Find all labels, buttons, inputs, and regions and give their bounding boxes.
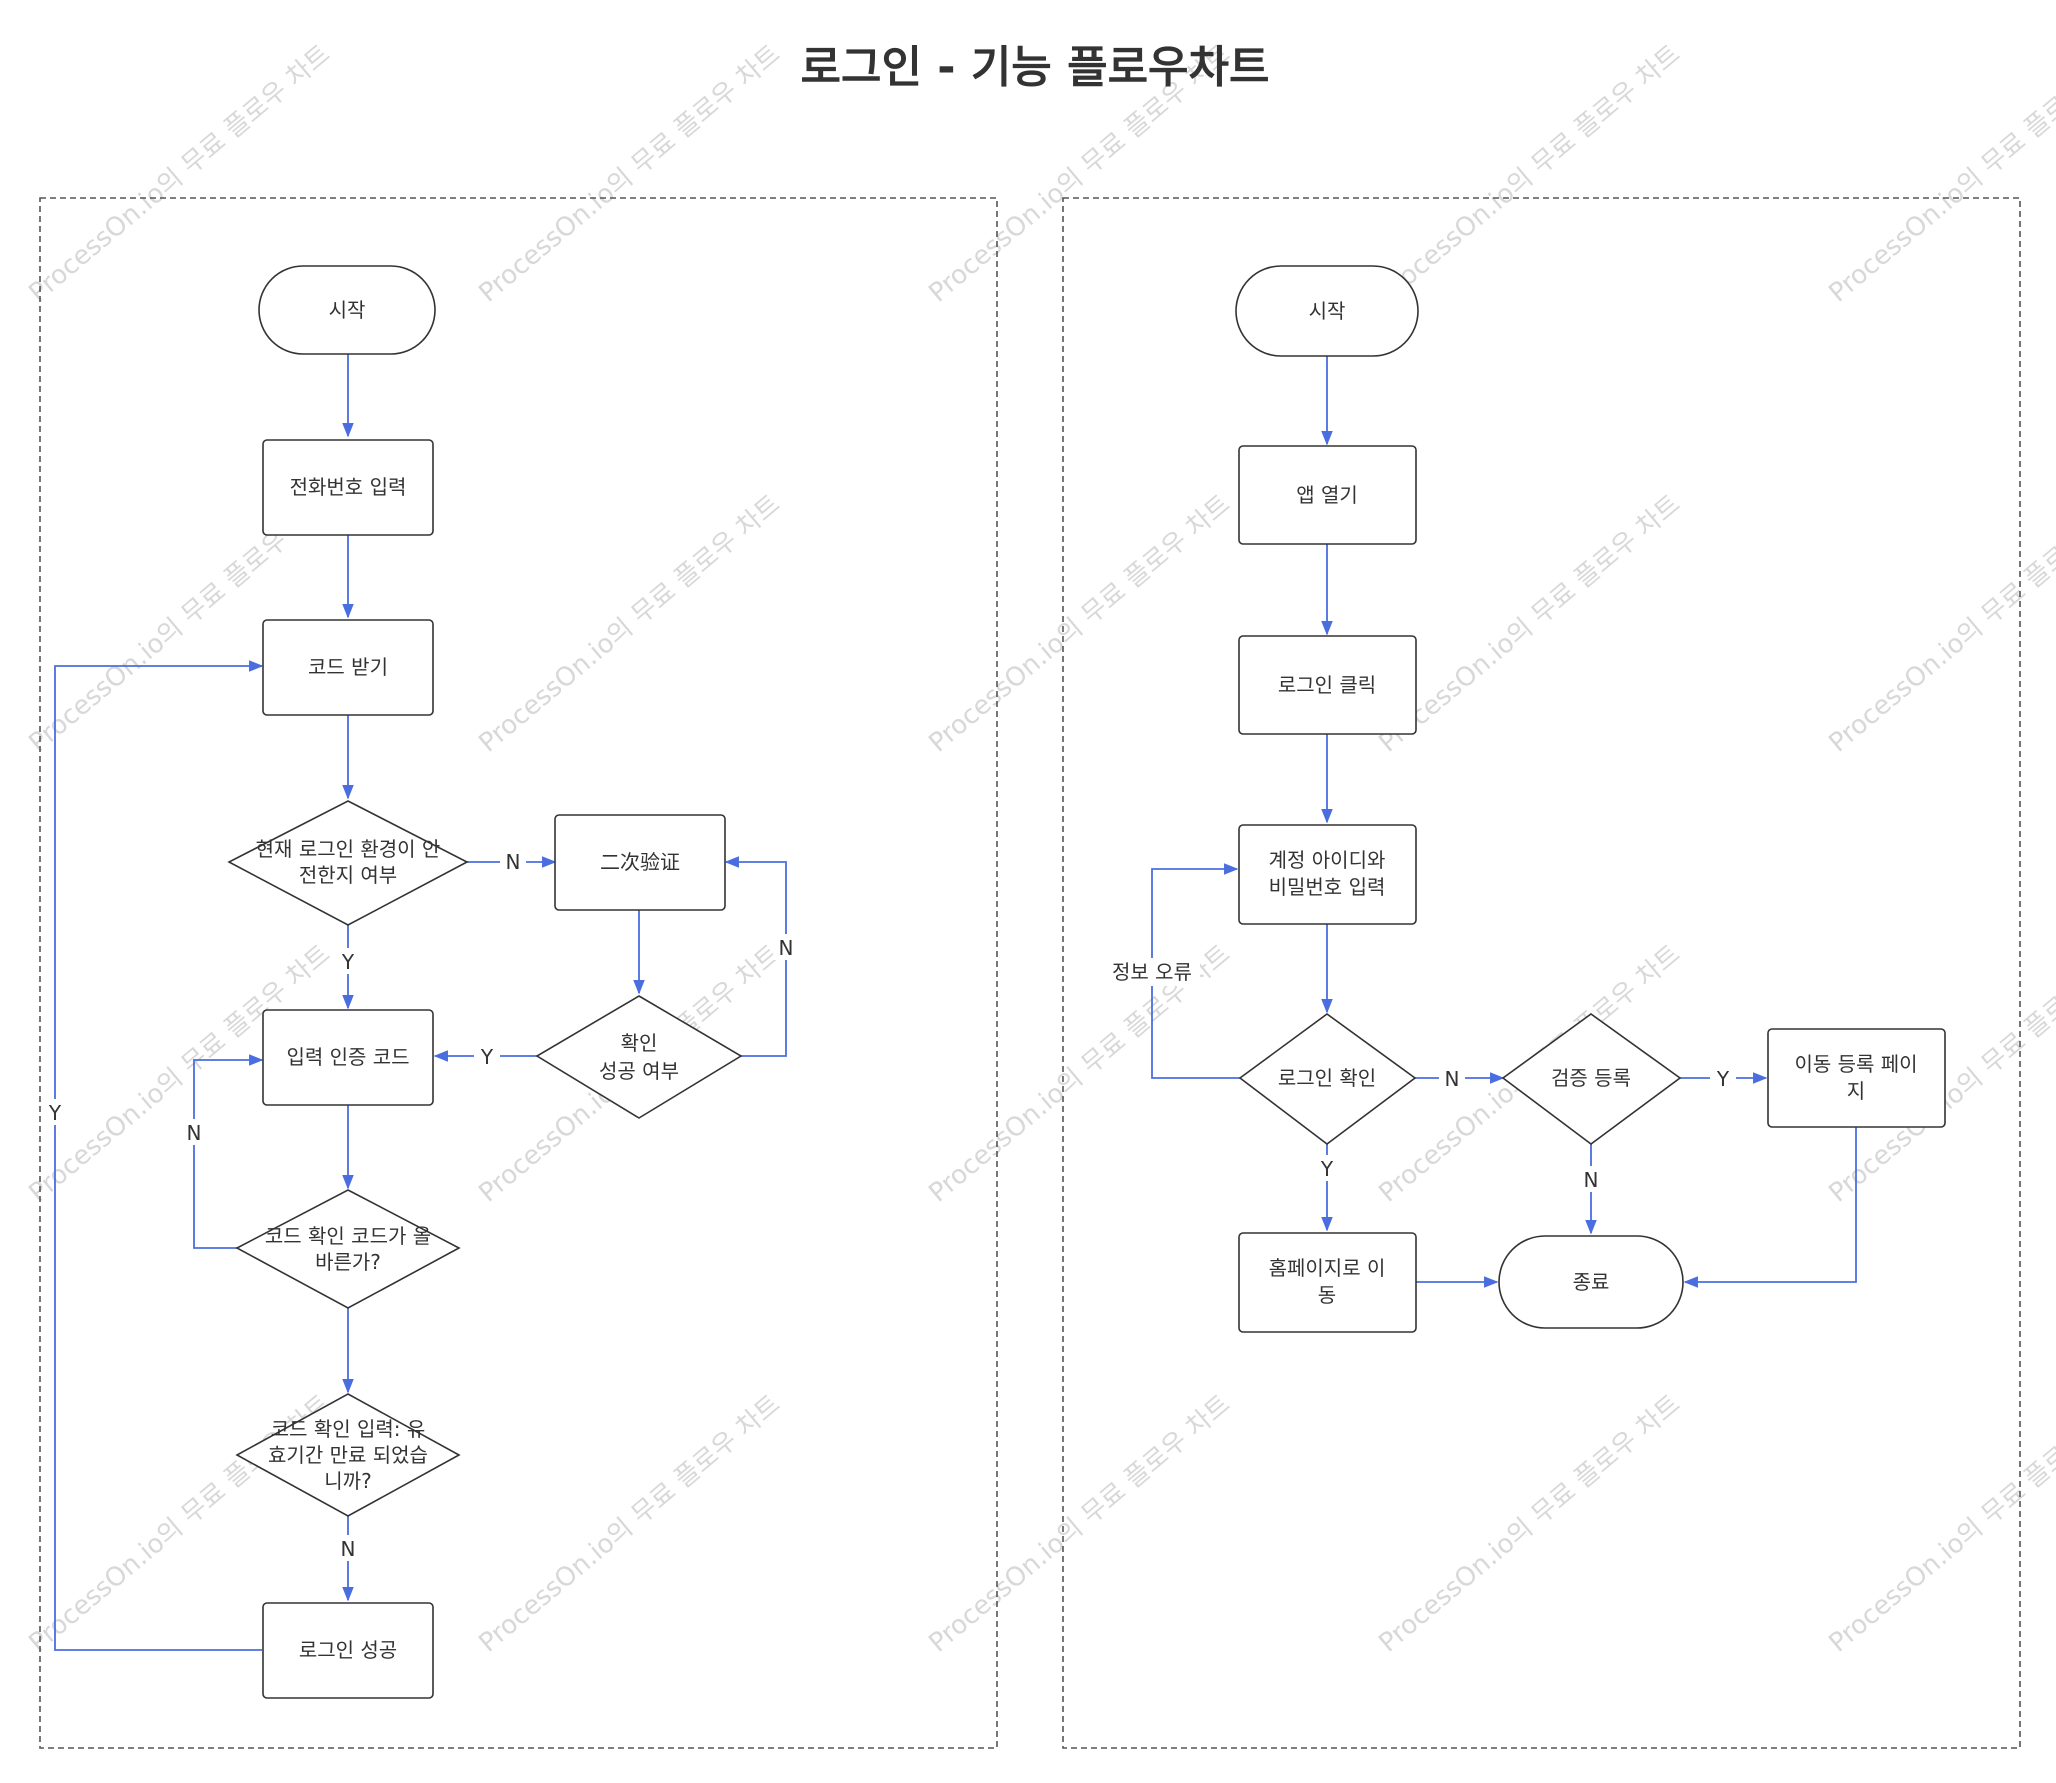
watermark-text: ProcessOn.io의 무료 플로우 차트 <box>1823 1389 2056 1658</box>
enter-credentials-label-1: 계정 아이디와 <box>1269 848 1386 872</box>
left-start-node[interactable]: 시작 <box>258 265 436 355</box>
goto-home-node[interactable]: 홈페이지로 이 동 <box>1238 1232 1417 1333</box>
click-login-node[interactable]: 로그인 클릭 <box>1238 635 1417 735</box>
second-verify-label: 二次验证 <box>600 850 680 874</box>
watermark-text: ProcessOn.io의 무료 플로우 차트 <box>1373 489 1686 758</box>
label-verify-register-n: N <box>1584 1168 1599 1192</box>
watermark-text: ProcessOn.io의 무료 플로우 차트 <box>473 1389 786 1658</box>
verify-register-label: 검증 등록 <box>1551 1066 1631 1090</box>
enter-credentials-label-2: 비밀번호 입력 <box>1269 875 1386 899</box>
open-app-label: 앱 열기 <box>1296 483 1358 507</box>
watermark-text: ProcessOn.io의 무료 플로우 차트 <box>1373 1389 1686 1658</box>
watermark-text: ProcessOn.io의 무료 플로우 차트 <box>1823 489 2056 758</box>
verify-register-decision[interactable]: 검증 등록 <box>1501 1013 1682 1145</box>
right-flow-edge-labels: 정보 오류 N Y Y N <box>1104 958 1736 1192</box>
right-start-node[interactable]: 시작 <box>1235 265 1419 357</box>
code-correct-label-2: 바른가? <box>315 1250 381 1274</box>
enter-credentials-node[interactable]: 계정 아이디와 비밀번호 입력 <box>1238 824 1417 925</box>
enter-code-label: 입력 인증 코드 <box>286 1045 409 1069</box>
label-expired-n: N <box>341 1537 356 1561</box>
get-code-node[interactable]: 코드 받기 <box>262 619 434 716</box>
env-check-decision[interactable]: 현재 로그인 환경이 안 전한지 여부 <box>227 800 469 926</box>
watermark-text: ProcessOn.io의 무료 플로우 차트 <box>1373 39 1686 308</box>
code-expired-label-2: 효기간 만료 되었습 <box>268 1443 428 1467</box>
watermark-text: ProcessOn.io의 무료 플로우 차트 <box>923 1389 1236 1658</box>
watermark-text: ProcessOn.io의 무료 플로우 차트 <box>473 489 786 758</box>
get-code-label: 코드 받기 <box>308 655 388 679</box>
enter-phone-label: 전화번호 입력 <box>290 475 407 499</box>
goto-register-node[interactable]: 이동 등록 페이 지 <box>1767 1028 1946 1128</box>
right-start-label: 시작 <box>1309 299 1346 323</box>
watermark-text: ProcessOn.io의 무료 플로우 차트 <box>1823 39 2056 308</box>
login-success-node[interactable]: 로그인 성공 <box>262 1602 434 1699</box>
verify-success-label-2: 성공 여부 <box>599 1059 679 1083</box>
right-swimlane-frame <box>1062 197 2021 1749</box>
left-swimlane-frame <box>39 197 998 1749</box>
left-flow-nodes: 시작 전화번호 입력 코드 받기 현재 로그인 환경이 안 전한지 여부 二次验… <box>227 265 743 1699</box>
login-check-label: 로그인 확인 <box>1278 1066 1376 1090</box>
code-correct-label-1: 코드 확인 코드가 올 <box>265 1224 431 1248</box>
label-success-y: Y <box>480 1045 494 1069</box>
label-check-y: Y <box>1320 1157 1334 1181</box>
label-correct-n: N <box>187 1121 202 1145</box>
left-flow-edge-labels: N Y Y N N N Y <box>42 848 799 1561</box>
label-success-n: N <box>779 936 794 960</box>
label-check-n: N <box>1445 1067 1460 1091</box>
label-info-error: 정보 오류 <box>1112 960 1192 984</box>
label-verify-register-y: Y <box>1716 1067 1730 1091</box>
code-expired-decision[interactable]: 코드 확인 입력: 유 효기간 만료 되었습 니까? <box>235 1393 461 1517</box>
goto-register-label-1: 이동 등록 페이 <box>1794 1052 1917 1076</box>
verify-success-label-1: 확인 <box>621 1031 658 1055</box>
goto-register-label-2: 지 <box>1847 1079 1865 1103</box>
enter-phone-node[interactable]: 전화번호 입력 <box>262 439 434 536</box>
right-flow-nodes: 시작 앱 열기 로그인 클릭 계정 아이디와 비밀번호 입력 로그인 확인 검증… <box>1235 265 1946 1333</box>
edge-goto-register-to-end <box>1683 1127 1857 1288</box>
env-check-label-1: 현재 로그인 환경이 안 <box>256 837 441 861</box>
edge-login-success-loop <box>54 660 264 1651</box>
label-env-n: N <box>506 850 521 874</box>
enter-code-node[interactable]: 입력 인증 코드 <box>262 1009 434 1106</box>
login-check-decision[interactable]: 로그인 확인 <box>1238 1013 1417 1146</box>
code-correct-decision[interactable]: 코드 확인 코드가 올 바른가? <box>235 1189 461 1309</box>
watermark-text: ProcessOn.io의 무료 플로우 차트 <box>473 39 786 308</box>
page-title: 로그인 - 기능 플로우차트 <box>800 42 1269 93</box>
left-start-label: 시작 <box>329 298 366 322</box>
label-env-y: Y <box>341 950 355 974</box>
end-label: 종료 <box>1573 1270 1610 1294</box>
second-verify-node[interactable]: 二次验证 <box>554 814 726 911</box>
verify-success-decision[interactable]: 확인 성공 여부 <box>535 995 743 1119</box>
env-check-label-2: 전한지 여부 <box>299 863 397 887</box>
code-expired-label-1: 코드 확인 입력: 유 <box>271 1417 426 1441</box>
edge-correct-no-loop <box>193 1054 264 1249</box>
code-expired-label-3: 니까? <box>324 1469 371 1493</box>
watermark-text: ProcessOn.io의 무료 플로우 차트 <box>923 489 1236 758</box>
login-success-label: 로그인 성공 <box>299 1638 397 1662</box>
end-node[interactable]: 종료 <box>1498 1235 1684 1329</box>
label-loop-y: Y <box>48 1101 62 1125</box>
click-login-label: 로그인 클릭 <box>1278 673 1376 697</box>
goto-home-label-2: 동 <box>1318 1283 1336 1307</box>
goto-home-label-1: 홈페이지로 이 <box>1269 1256 1386 1280</box>
open-app-node[interactable]: 앱 열기 <box>1238 445 1417 545</box>
